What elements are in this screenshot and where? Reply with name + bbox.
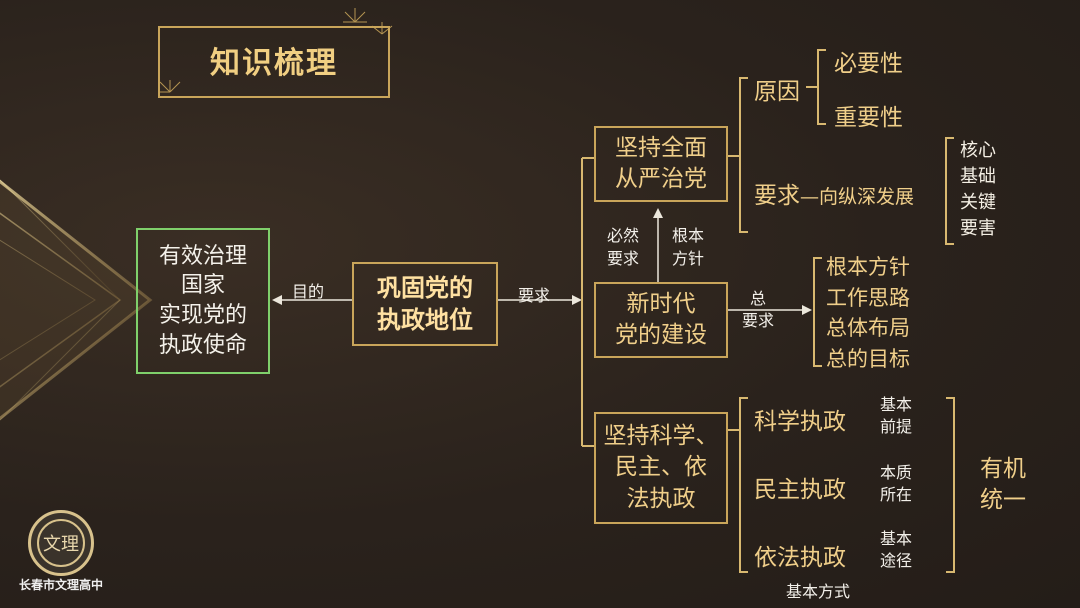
requirement-text: 要求 (754, 183, 800, 209)
strict-line: 从严治党 (615, 166, 707, 192)
edge-label-line: 必然 (607, 226, 640, 245)
logo-emblem: 文理 (37, 519, 85, 567)
firework-icon (158, 8, 393, 93)
aspect-item: 核心 (960, 140, 996, 161)
new-era-item: 工作思路 (826, 285, 910, 310)
purpose-node: 有效治理 国家 实现党的 执政使命 (136, 228, 270, 374)
edge-label-line: 方针 (672, 249, 705, 269)
reason-item: 必要性 (834, 51, 903, 77)
new-era-items: 根本方针 工作思路 总体布局 总的目标 (826, 252, 910, 375)
reason-label: 原因 (754, 79, 800, 105)
connectors (272, 49, 955, 573)
purpose-line: 国家 (180, 273, 225, 299)
edge-label-inevitable: 必然 要求 (607, 224, 639, 270)
purpose-line: 执政使命 (158, 332, 247, 358)
school-name: 长春市文理高中 (18, 578, 103, 592)
strict-line: 坚持全面 (615, 134, 707, 161)
aspect-item: 关键 (960, 192, 996, 214)
basic-way-label: 基本方式 (786, 582, 851, 601)
note-line: 途径 (880, 551, 913, 571)
governance-item: 依法执政 (754, 545, 846, 571)
edge-label-overall: 总 要求 (742, 288, 774, 331)
new-era-line: 党的建设 (615, 322, 707, 348)
center-line: 巩固党的 (377, 273, 473, 302)
aspects-list: 核心 基础 关键 要害 (960, 138, 996, 242)
reason-item: 重要性 (834, 105, 903, 131)
unity-line: 有机 (980, 456, 1026, 482)
governance-line: 民主、依 (615, 454, 707, 481)
edge-label-line: 要求 (742, 310, 775, 330)
requirement-label: 要求—向纵深发展 (754, 176, 914, 210)
edge-label-purpose: 目的 (292, 282, 325, 301)
edge-label-requires: 要求 (518, 286, 551, 305)
edge-label-line: 根本 (672, 226, 705, 245)
new-era-line: 新时代 (626, 290, 696, 317)
new-era-item: 总的目标 (826, 346, 910, 371)
governance-node: 坚持科学、 民主、依 法执政 (594, 412, 728, 524)
strict-node: 坚持全面 从严治党 (594, 126, 728, 202)
aspect-item: 基础 (960, 166, 996, 188)
governance-line: 坚持科学、 (603, 423, 719, 450)
note-line: 所在 (880, 485, 913, 505)
purpose-line: 有效治理 (158, 243, 247, 269)
new-era-item: 根本方针 (826, 255, 910, 279)
governance-note: 本质 所在 (880, 462, 912, 507)
unity-line: 统一 (980, 487, 1026, 514)
governance-note: 基本 前提 (880, 394, 912, 439)
note-line: 基本 (880, 395, 913, 414)
requirement-direction: —向纵深发展 (800, 186, 915, 208)
aspect-item: 要害 (960, 218, 996, 240)
new-era-node: 新时代 党的建设 (594, 282, 728, 358)
governance-line: 法执政 (626, 485, 696, 512)
governance-item: 科学执政 (754, 409, 846, 435)
school-logo: 文理 (28, 510, 94, 576)
unity-label: 有机 统一 (980, 454, 1026, 516)
diamond-decoration (0, 179, 153, 421)
page-title: 知识梳理 (210, 46, 338, 81)
edge-label-line: 总 (750, 289, 767, 308)
governance-item: 民主执政 (754, 477, 846, 503)
governance-note: 基本 途径 (880, 528, 912, 573)
title-frame (158, 26, 390, 98)
note-line: 基本 (880, 529, 913, 548)
note-line: 本质 (880, 463, 913, 482)
purpose-line: 实现党的 (158, 303, 247, 328)
edge-label-guideline: 根本 方针 (672, 224, 704, 270)
note-line: 前提 (880, 417, 913, 437)
edge-label-line: 要求 (607, 249, 640, 269)
center-line: 执政地位 (377, 306, 473, 334)
new-era-item: 总体布局 (826, 316, 910, 341)
center-node: 巩固党的 执政地位 (352, 262, 498, 346)
